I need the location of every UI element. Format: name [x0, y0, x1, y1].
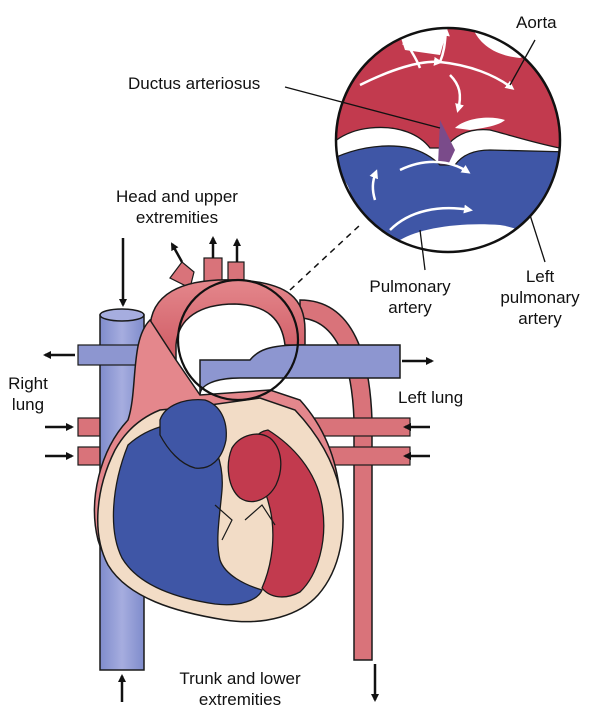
- label-head-line1: Head and upper: [92, 186, 262, 207]
- label-ductus-arteriosus: Ductus arteriosus: [128, 73, 260, 94]
- label-left-pulmonary-line3: artery: [490, 308, 590, 329]
- label-left-lung: Left lung: [398, 387, 463, 408]
- label-trunk-line1: Trunk and lower: [150, 668, 330, 689]
- zoom-connector-line: [290, 225, 360, 290]
- label-left-pulmonary-line2: pulmonary: [490, 287, 590, 308]
- label-head-upper-extremities: Head and upper extremities: [92, 186, 262, 228]
- label-aorta: Aorta: [516, 12, 557, 33]
- arrow-head-1: [172, 244, 182, 262]
- aortic-arch: [150, 258, 305, 360]
- label-pulmonary-line1: Pulmonary: [355, 276, 465, 297]
- label-right-lung-line1: Right: [0, 373, 56, 394]
- left-pulmonary-callout-line: [530, 215, 545, 262]
- label-right-lung-line2: lung: [0, 394, 56, 415]
- label-left-pulmonary-artery: Left pulmonary artery: [490, 266, 590, 329]
- label-pulmonary-artery: Pulmonary artery: [355, 276, 465, 318]
- right-pulmonary-artery: [78, 345, 138, 365]
- label-trunk-lower-extremities: Trunk and lower extremities: [150, 668, 330, 710]
- label-trunk-line2: extremities: [150, 689, 330, 710]
- label-right-lung: Right lung: [0, 373, 56, 415]
- label-head-line2: extremities: [92, 207, 262, 228]
- label-left-pulmonary-line1: Left: [490, 266, 590, 287]
- label-pulmonary-line2: artery: [355, 297, 465, 318]
